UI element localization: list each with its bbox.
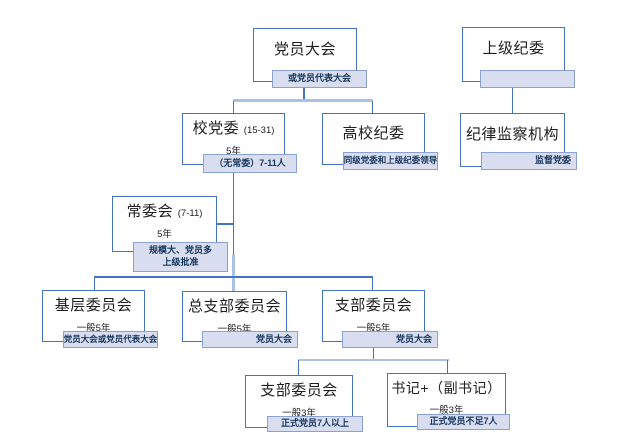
member-count-note: (7-11) (177, 208, 203, 219)
connector-standing-committee (216, 223, 233, 225)
term-length: 一般5年 (217, 323, 252, 335)
node-university-discipline-committee-tag: 同级党委和上级纪委领导 (343, 152, 438, 170)
tag-label: 正式党员不足7人 (429, 416, 498, 427)
connector-congress-drop (303, 88, 305, 101)
term-length: 5年 (157, 228, 172, 240)
connector-to-branch (371, 277, 374, 290)
connector-middle-bus (93, 276, 373, 278)
connector-bottom-bus (297, 358, 449, 362)
connector-to-party-committee (232, 101, 235, 113)
tag-label: 党员大会 (255, 333, 292, 344)
term-length: 5年 (226, 145, 241, 157)
node-grassroots-committee-tag: 党员大会或党员代表大会 (63, 331, 158, 348)
tag-label: 同级党委和上级纪委领导 (343, 155, 438, 166)
node-secretary-tag: 正式党员不足7人 (417, 414, 510, 430)
tag-label: 党员大会或党员代表大会 (63, 333, 158, 344)
node-title: 书记+（副书记） (391, 380, 502, 396)
node-superior-discipline-committee-tag (480, 70, 575, 88)
tag-label: 正式党员7人以上 (280, 418, 349, 429)
node-title: 基层委员会 (54, 297, 133, 314)
node-title: 支部委员会 (334, 297, 413, 314)
node-general-branch-committee-tag: 党员大会 (202, 331, 298, 348)
tag-label: 监督党委 (534, 155, 571, 166)
connector-branch-drop (372, 348, 375, 361)
connector-main-vertical-light (231, 255, 235, 291)
term-length: 一般3年 (282, 407, 316, 419)
node-title: 常委会 (7-11) (126, 203, 203, 220)
tag-label: （无常委）7-11人 (214, 157, 286, 168)
node-standing-committee-tag: 规模大、党员多 上级批准 (133, 242, 228, 272)
node-general-branch-committee: 总支部委员会 一般5年 (182, 291, 287, 342)
term-length: 一般5年 (356, 322, 391, 334)
connector-top-bus (233, 99, 373, 102)
connector-to-small-branch (297, 360, 300, 375)
connector-to-univ-discipline (371, 101, 374, 113)
node-branch-committee-tag: 党员大会 (342, 331, 438, 348)
node-branch-committee-small-tag: 正式党员7人以上 (267, 416, 363, 432)
connector-to-grassroots (93, 277, 96, 290)
connector-to-secretary (446, 360, 449, 373)
node-university-party-committee-tag: （无常委）7-11人 (203, 154, 297, 173)
node-discipline-supervision-organ-tag: 监督党委 (481, 152, 577, 170)
node-title: 支部委员会 (260, 382, 338, 399)
node-title: 纪律监察机构 (465, 125, 559, 143)
node-title: 上级纪委 (482, 40, 545, 58)
node-title: 总支部委员会 (187, 298, 281, 315)
member-count-note: (15-31) (243, 125, 275, 136)
node-party-member-congress-tag: 或党员代表大会 (272, 70, 367, 88)
tag-label: 党员大会 (395, 333, 432, 344)
tag-label-line1: 规模大、党员多 (148, 245, 212, 256)
node-title: 党员大会 (273, 40, 336, 58)
tag-label: 或党员代表大会 (287, 73, 351, 84)
term-length: 一般5年 (76, 322, 111, 334)
connector-superior-discipline (511, 88, 514, 113)
tag-label-line2: 上级批准 (162, 257, 199, 267)
term-length: 一般3年 (429, 404, 464, 416)
node-title: 高校纪委 (342, 124, 405, 142)
node-title: 校党委 (15-31) (192, 120, 275, 137)
connector-main-vertical (232, 173, 235, 257)
